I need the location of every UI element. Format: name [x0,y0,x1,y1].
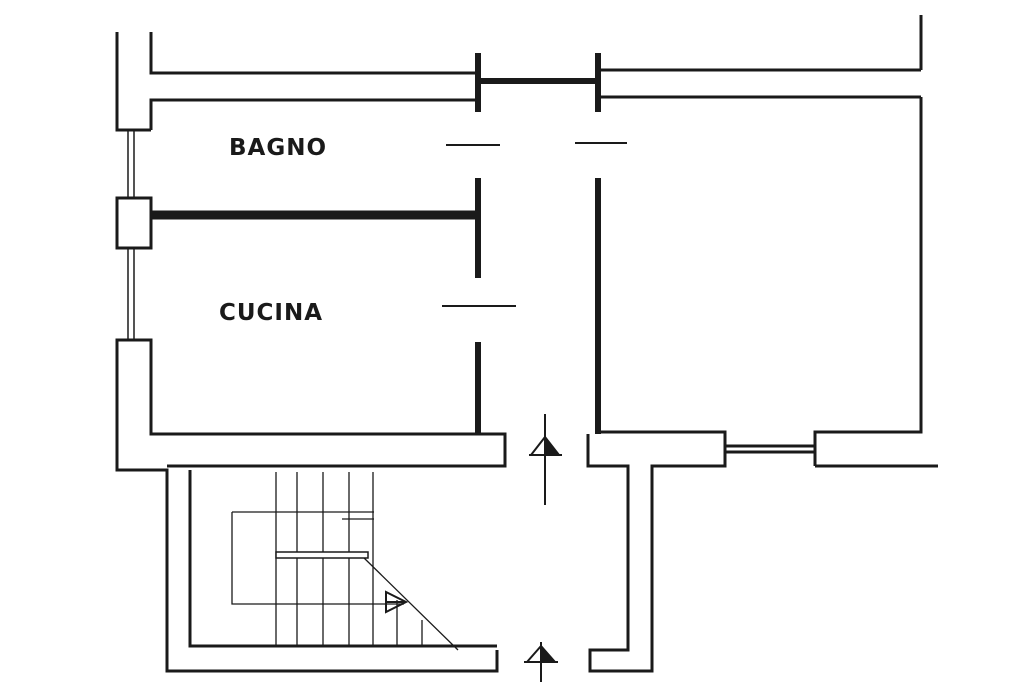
bath-kitchen-wall-b [131,216,478,250]
corridor-right-lower [586,430,727,673]
left-wall-outer [115,32,131,132]
wall-pier [115,196,153,250]
stair-enclosure [188,470,497,648]
staircase [231,472,459,651]
left-wall-inner-lower [131,338,478,436]
door-marks [442,142,627,307]
top-wall-inner-left [149,98,478,130]
left-windows [127,130,135,340]
section-marker-lower [524,642,558,682]
room-label-cucina: CUCINA [219,300,323,326]
bath-kitchen-wall [131,196,478,214]
section-marker-upper [528,414,562,505]
room-label-bagno: BAGNO [229,135,327,161]
top-wall-outer-left [149,32,478,75]
partitions [151,53,601,434]
walls [115,15,938,673]
stair-landing-bar [275,551,369,559]
kitchen-bottom-wall [167,432,507,468]
left-wall-lower [115,338,499,673]
right-room-bottom [813,97,923,466]
